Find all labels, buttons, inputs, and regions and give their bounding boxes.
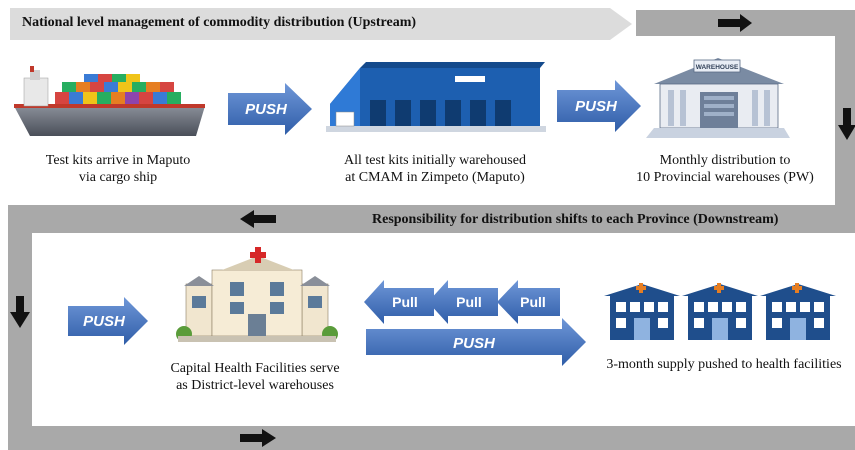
push-label-2: PUSH (575, 98, 618, 115)
push-arrow-long (366, 318, 586, 366)
ship-caption: Test kits arrive in Maputo via cargo shi… (18, 152, 218, 186)
central-warehouse-caption-line-1: All test kits initially warehoused (344, 153, 526, 168)
push-label-3: PUSH (83, 313, 126, 330)
health-facility-icon-2 (682, 283, 758, 340)
direction-arrow-right-bottom (240, 429, 276, 447)
facilities-caption: 3-month supply pushed to health faciliti… (606, 357, 842, 372)
provincial-caption: Monthly distribution to 10 Provincial wa… (620, 152, 830, 186)
warehouse-sign-text: WAREHOUSE (696, 64, 739, 71)
provincial-caption-line-1: Monthly distribution to (659, 153, 791, 168)
pull-arrow-1 (364, 280, 434, 324)
downstream-header: Responsibility for distribution shifts t… (372, 212, 779, 227)
ship-caption-line-1: Test kits arrive in Maputo (45, 153, 191, 168)
push-label-long: PUSH (453, 335, 496, 352)
push-arrow-3 (68, 297, 148, 345)
health-facility-icon-1 (604, 283, 680, 340)
push-arrow-1 (228, 83, 312, 135)
direction-arrow-down-left (10, 296, 30, 328)
district-caption-line-1: Capital Health Facilities serve (170, 361, 340, 376)
pull-label-2: Pull (456, 294, 482, 310)
central-warehouse-icon (326, 62, 546, 132)
direction-arrow-right-top (718, 14, 752, 32)
pull-label-1: Pull (392, 294, 418, 310)
central-warehouse-caption-line-2: at CMAM in Zimpeto (Maputo) (345, 170, 525, 185)
district-caption-line-2: as District-level warehouses (176, 378, 334, 393)
upstream-header: National level management of commodity d… (22, 15, 417, 30)
ship-caption-line-2: via cargo ship (78, 170, 158, 185)
district-caption: Capital Health Facilities serve as Distr… (150, 360, 360, 394)
health-facility-icon-3 (760, 283, 836, 340)
cargo-ship-icon (14, 66, 205, 136)
provincial-caption-line-2: 10 Provincial warehouses (PW) (636, 170, 814, 185)
hospital-icon (176, 247, 338, 342)
pull-label-3: Pull (520, 294, 546, 310)
push-label-1: PUSH (245, 101, 288, 118)
pull-arrow-3 (497, 280, 560, 324)
push-arrow-2 (557, 80, 641, 132)
central-warehouse-caption: All test kits initially warehoused at CM… (320, 152, 550, 186)
downstream-band (8, 205, 855, 450)
upstream-band (10, 8, 855, 205)
pull-arrow-2 (428, 280, 498, 324)
provincial-warehouse-icon: WAREHOUSE (646, 58, 790, 138)
direction-arrow-down-right (838, 108, 855, 140)
direction-arrow-left-mid (240, 210, 276, 228)
